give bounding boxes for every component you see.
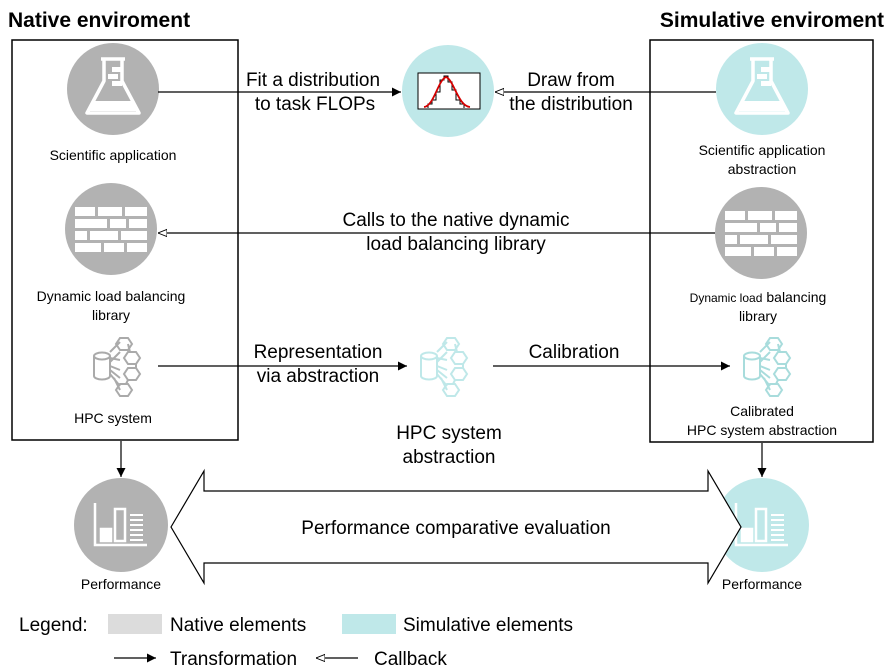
sim-perf-circle [715,478,809,572]
sim-hpc-label-1: Calibrated [730,403,794,419]
sim-dlb-label-1b: balancing [766,289,826,305]
native-env-title: Native enviroment [8,9,190,32]
calls-label-2: load balancing library [366,234,546,255]
sim-dlb-circle [715,187,807,279]
legend-callback-label: Callback [374,649,447,670]
perf-eval-label: Performance comparative evaluation [301,518,610,539]
native-hpc-label: HPC system [74,410,152,426]
hpc-abs-label-2: abstraction [403,447,496,468]
repr-label-2: via abstraction [257,366,380,387]
calls-label-1: Calls to the native dynamic [342,210,569,231]
sim-dlb-label-2: library [739,308,777,324]
repr-label-1: Representation [254,342,383,363]
native-app-circle [67,43,159,135]
fit-label-2: to task FLOPs [255,94,375,115]
draw-label-1: Draw from [527,70,615,91]
native-perf-label: Performance [81,576,161,592]
hpc-network-icon [420,337,468,397]
hpc-abs-label-1: HPC system [396,423,502,444]
sim-dlb-label-1a: Dynamic load [690,291,763,305]
draw-label-2: the distribution [509,94,633,115]
legend-title: Legend: [19,615,88,636]
hpc-network-icon [93,337,141,397]
legend-native-swatch [108,614,162,634]
histogram-icon [417,72,481,110]
comparison-block-arrow [170,468,742,586]
fit-label-1: Fit a distribution [246,70,380,91]
calibration-label: Calibration [529,342,620,363]
native-perf-circle [74,478,168,572]
legend-simulative-swatch [342,614,396,634]
sim-app-label-2: abstraction [728,161,796,177]
native-app-label: Scientific application [50,147,177,163]
sim-app-label-1: Scientific application [699,142,826,158]
legend-transformation-label: Transformation [170,649,297,670]
native-env-box [11,39,239,441]
sim-hpc-label-2: HPC system abstraction [687,422,837,438]
sim-app-circle [716,43,808,135]
simulative-env-title: Simulative enviroment [660,9,884,32]
legend-native-label: Native elements [170,615,306,636]
native-dlb-label-1: Dynamic load balancing [37,288,186,304]
native-dlb-label-2: library [92,307,130,323]
sim-perf-label: Performance [722,576,802,592]
legend-simulative-label: Simulative elements [403,615,573,636]
hpc-network-icon [743,337,791,397]
simulative-env-box [649,39,874,443]
native-dlb-circle [65,183,157,275]
